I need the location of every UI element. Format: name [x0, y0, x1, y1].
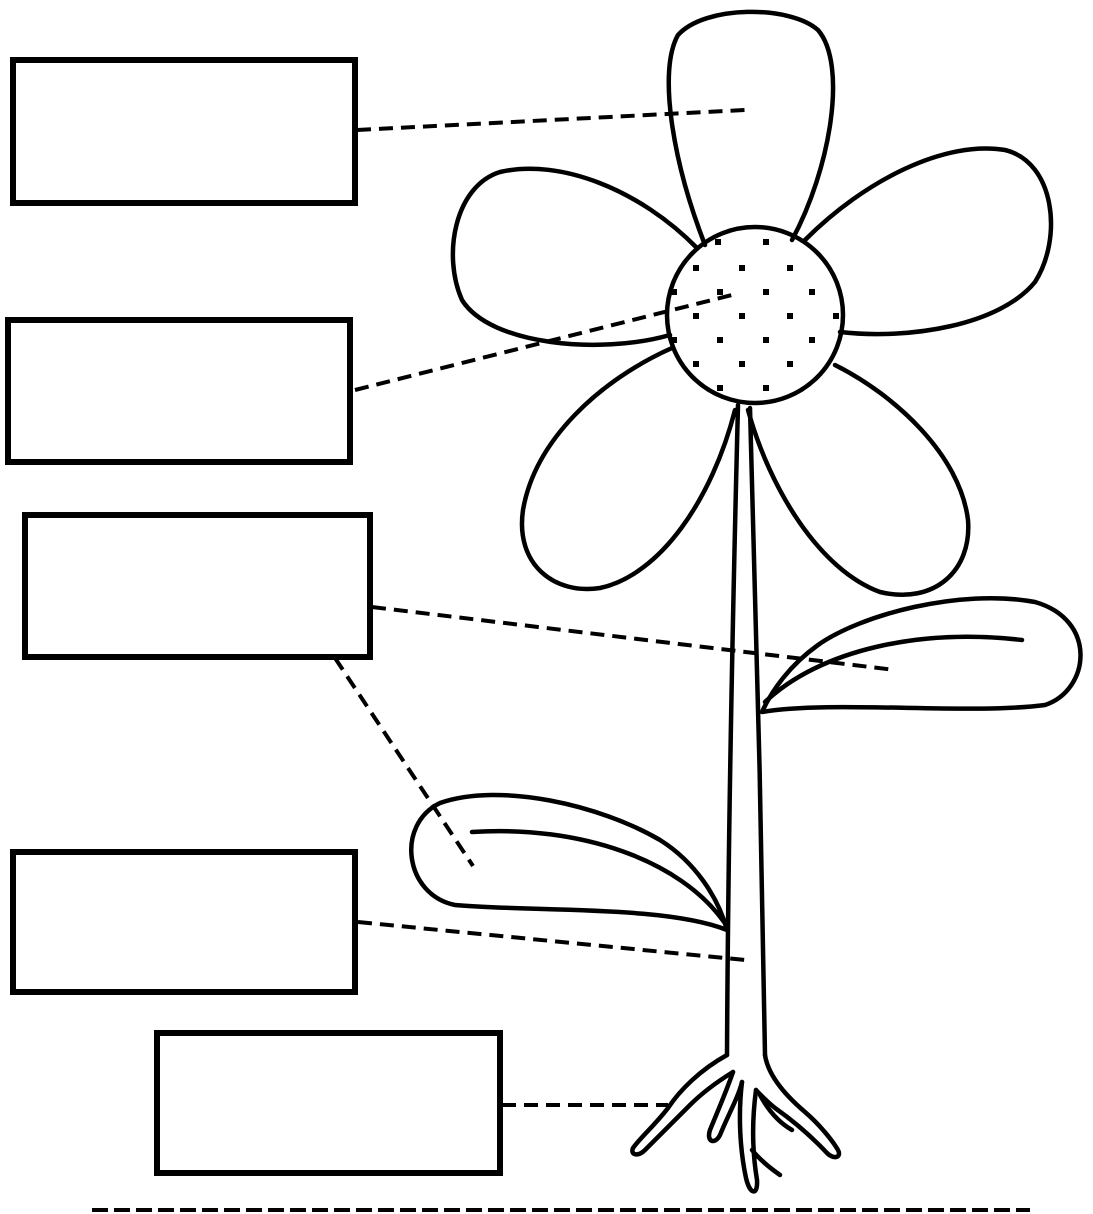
stem: [724, 402, 768, 1058]
pollen-dots: [671, 239, 839, 391]
petal-upper-right: [802, 146, 1054, 337]
pollen-dot: [717, 337, 723, 343]
pollen-dot: [739, 265, 745, 271]
root-center-side: [749, 1147, 783, 1178]
petal-upper-left: [450, 166, 700, 348]
pollen-dot: [739, 313, 745, 319]
root-left-branch: [630, 1052, 736, 1157]
leader-lines: [333, 108, 896, 1107]
right-leaf-outline: [759, 595, 1083, 715]
pollen-dot: [809, 289, 815, 295]
pollen-dot: [833, 313, 839, 319]
root-center: [737, 1079, 760, 1194]
pollen-dot: [787, 265, 793, 271]
leader-line-stem: [357, 920, 746, 962]
flower-center: [664, 224, 846, 406]
pollen-dot: [763, 289, 769, 295]
left-leaf-outline: [409, 792, 730, 933]
roots: [630, 1052, 842, 1194]
left-leaf-vein: [469, 828, 727, 925]
root-right-inner: [757, 1092, 795, 1133]
leader-line-leaf: [371, 605, 896, 672]
petal-lower-left: [519, 345, 738, 592]
pollen-dot: [787, 313, 793, 319]
pollen-dot: [671, 337, 677, 343]
pollen-dot: [715, 239, 721, 245]
pollen-dot: [763, 385, 769, 391]
pollen-dot: [809, 337, 815, 343]
stem-left-edge: [724, 402, 741, 1058]
pollen-dot: [671, 289, 677, 295]
pollen-dot: [693, 361, 699, 367]
pollen-dot: [763, 337, 769, 343]
pollen-dot: [693, 313, 699, 319]
pollen-dot: [763, 239, 769, 245]
pollen-dot: [787, 361, 793, 367]
label-box-4[interactable]: [10, 849, 358, 995]
pollen-dot: [739, 361, 745, 367]
label-box-2[interactable]: [5, 317, 353, 465]
pollen-dot: [717, 385, 723, 391]
flower: [450, 9, 1054, 597]
left-leaf: [409, 792, 730, 933]
petal-top: [666, 9, 836, 248]
pollen-dot: [693, 265, 699, 271]
right-leaf-vein: [762, 634, 1025, 705]
label-box-1[interactable]: [10, 57, 358, 206]
label-box-3[interactable]: [22, 512, 373, 660]
right-leaf: [759, 595, 1083, 715]
petal-lower-right: [745, 362, 971, 597]
stem-right-edge: [747, 405, 768, 1058]
root-left-middle: [706, 1069, 745, 1144]
leader-line-left-leaf: [333, 656, 475, 868]
root-right-branch: [753, 1052, 842, 1160]
label-box-5[interactable]: [154, 1030, 503, 1176]
pollen-dot: [717, 289, 723, 295]
